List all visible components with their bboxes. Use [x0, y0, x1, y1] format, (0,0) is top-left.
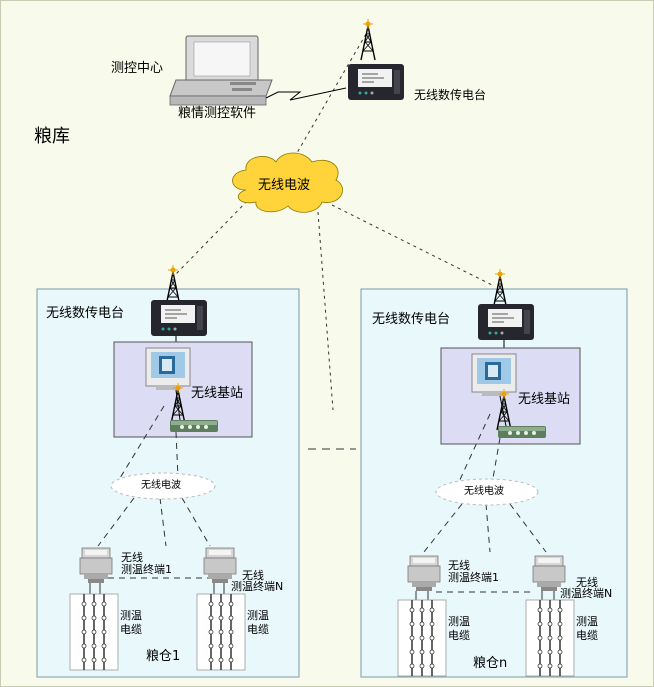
w1-cable-n-icon	[196, 593, 246, 671]
wn-terminal-n-line1: 无线	[576, 576, 598, 589]
link-tower-cloud	[289, 33, 367, 166]
wn-cable-1-icon	[397, 599, 447, 677]
w1-name: 粮仓1	[146, 649, 181, 664]
w1-cloud	[110, 472, 216, 500]
serial-cable	[265, 87, 347, 101]
link-cloud-right	[331, 204, 495, 287]
wn-terminal-1-line1: 无线	[448, 559, 470, 572]
link-cloud-left	[175, 195, 253, 275]
wn-terminal-n-line2: 测温终端N	[560, 587, 613, 600]
computer-icon	[169, 35, 273, 106]
w1-terminal-1-icon	[79, 547, 113, 584]
wn-cable-1-line1: 测温	[448, 615, 470, 628]
main-radio-icon	[347, 63, 405, 101]
wn-cable-n-line1: 测温	[576, 615, 598, 628]
wn-cloud	[435, 478, 539, 506]
w1-terminal-1-line1: 无线	[121, 551, 143, 564]
wn-terminal-1-line2: 测温终端1	[448, 571, 499, 584]
w1-terminal-n-line1: 无线	[242, 569, 264, 582]
wn-cloud-label: 无线电波	[464, 486, 504, 497]
w1-base-station-icon	[170, 420, 218, 432]
wn-terminal-1-icon	[407, 555, 441, 592]
w1-terminal-1-line2: 测温终端1	[121, 563, 172, 576]
link-cloud-center	[317, 211, 334, 411]
w1-cable-1-line2: 电缆	[120, 623, 142, 636]
w1-base-label: 无线基站	[191, 386, 244, 401]
software-label: 粮情测控软件	[178, 106, 257, 121]
wn-radio-icon	[477, 303, 535, 341]
wireless-cloud	[232, 152, 343, 213]
w1-radio-label: 无线数传电台	[46, 306, 125, 321]
w1-terminal-n-line2: 测温终端N	[231, 580, 284, 593]
wn-base-label: 无线基站	[518, 392, 571, 407]
main-radio-label: 无线数传电台	[414, 88, 487, 102]
wn-cable-1-line2: 电缆	[448, 629, 470, 642]
w1-cable-n-line1: 测温	[247, 609, 269, 622]
wn-name: 粮仓n	[473, 656, 508, 671]
center-title: 测控中心	[111, 61, 164, 76]
area-label: 粮库	[34, 126, 70, 147]
wn-cable-n-icon	[525, 599, 575, 677]
wn-cable-n-line2: 电缆	[576, 629, 598, 642]
wn-base-station-icon	[498, 426, 546, 438]
wireless-links	[175, 33, 495, 411]
wn-radio-label: 无线数传电台	[372, 312, 451, 327]
main-antenna-icon	[360, 18, 376, 61]
wn-terminal-n-icon	[532, 555, 566, 592]
w1-cable-1-icon	[69, 593, 119, 671]
w1-radio-icon	[150, 299, 208, 337]
w1-monitor-icon	[145, 347, 191, 391]
cloud-label: 无线电波	[258, 178, 311, 193]
w1-cloud-label: 无线电波	[141, 480, 181, 491]
wn-monitor-icon	[471, 353, 517, 397]
w1-terminal-n-icon	[203, 547, 237, 584]
w1-cable-1-line1: 测温	[120, 609, 142, 622]
w1-cable-n-line2: 电缆	[247, 623, 269, 636]
